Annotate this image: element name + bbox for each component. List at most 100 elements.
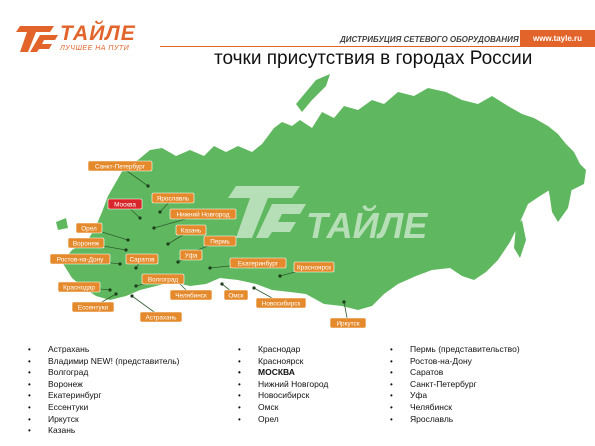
city-label-box <box>67 237 105 249</box>
list-item: Ростов-на-Дону <box>390 356 520 368</box>
city-label: Краснодар <box>63 284 95 291</box>
list-item: Ярославль <box>390 414 520 426</box>
list-item: Астрахань <box>28 344 179 356</box>
list-item: Краснодар <box>238 344 328 356</box>
city-label-box <box>179 249 203 261</box>
city-dot <box>134 284 138 288</box>
list-item: Уфа <box>390 390 520 402</box>
list-item: Иркутск <box>28 414 179 426</box>
map-watermark: ТАЙЛЕ <box>228 186 428 246</box>
city-label: Нижний Новгород <box>177 210 230 218</box>
city-label-box <box>175 224 207 236</box>
list-item: Екатеринбург <box>28 390 179 402</box>
header-divider <box>160 46 520 47</box>
city-label-box <box>255 297 307 309</box>
logo-text: ТАЙЛЕ <box>60 22 136 45</box>
city-dot <box>126 238 130 242</box>
list-item: МОСКВА <box>238 367 328 379</box>
city-label: Ессентуки <box>78 304 109 311</box>
city-dot <box>220 282 224 286</box>
city-dot <box>118 262 122 266</box>
list-item: Орел <box>238 414 328 426</box>
list-item: Казань <box>28 425 179 437</box>
city-label-box <box>107 198 143 210</box>
city-label: Уфа <box>185 252 198 259</box>
cities-list-col3: Пермь (представительство) Ростов-на-Дону… <box>390 344 520 426</box>
city-label: Астрахань <box>145 314 177 321</box>
city-label: Санкт-Петербург <box>95 162 146 170</box>
city-label: Иркутск <box>336 320 359 327</box>
city-label-box <box>203 235 237 247</box>
city-dot <box>114 292 118 296</box>
city-dot <box>108 288 112 292</box>
list-item: Омск <box>238 402 328 414</box>
city-label-box <box>169 208 237 220</box>
list-item: Новосибирск <box>238 390 328 402</box>
city-dot <box>124 248 128 252</box>
city-dot <box>252 286 256 290</box>
logo-slogan: ЛУЧШЕЕ НА ПУТИ <box>60 45 130 52</box>
city-dot <box>342 300 346 304</box>
city-label-box <box>169 289 213 301</box>
city-dot <box>176 260 180 264</box>
list-item: Владимир NEW! (представитель) <box>28 356 180 368</box>
kamchatka-territory <box>548 178 572 222</box>
city-label-box <box>125 253 159 265</box>
city-label-box <box>139 311 183 323</box>
city-label-box <box>71 301 115 313</box>
city-label-box <box>229 257 287 269</box>
city-dot <box>208 266 212 270</box>
city-label-box <box>141 273 185 285</box>
city-dot <box>152 226 156 230</box>
list-item: Ессентуки <box>28 402 179 414</box>
tayle-logo-icon <box>16 26 58 52</box>
city-label-box <box>57 281 101 293</box>
city-label: Ростов-на-Дону <box>57 256 104 263</box>
city-label: Челябинск <box>175 291 207 299</box>
cities-list-col1: Астрахань Владимир NEW! (представитель) … <box>28 344 180 437</box>
city-label: Екатеринбург <box>238 259 279 267</box>
kaliningrad-territory <box>56 218 68 230</box>
city-label-box <box>223 289 249 301</box>
city-label-box <box>49 253 111 265</box>
sakhalin-territory <box>514 220 526 258</box>
city-label: Омск <box>228 292 244 299</box>
list-item: Саратов <box>390 367 520 379</box>
city-label-box <box>87 160 153 172</box>
city-dot <box>138 216 142 220</box>
city-label: Орел <box>81 225 97 232</box>
city-label-box <box>293 261 335 273</box>
city-label: Волгоград <box>148 276 179 283</box>
list-item: Санкт-Петербург <box>390 379 520 391</box>
list-item: Нижний Новгород <box>238 379 328 391</box>
city-dot <box>134 266 138 270</box>
city-label: Москва <box>114 201 136 208</box>
city-label: Саратов <box>129 256 155 263</box>
page-title: точки присутствия в городах России <box>214 48 533 69</box>
list-item: Красноярск <box>238 356 328 368</box>
city-label-box <box>75 222 103 234</box>
city-label: Казань <box>181 227 202 234</box>
city-label: Ярославль <box>157 195 190 202</box>
city-dot <box>146 184 150 188</box>
list-item: Волгоград <box>28 367 179 379</box>
city-label-box <box>151 192 195 204</box>
website-link[interactable]: www.tayle.ru <box>520 30 595 47</box>
city-dot <box>166 242 170 246</box>
list-item: Воронеж <box>28 379 179 391</box>
city-label: Красноярск <box>297 264 331 271</box>
list-item: Челябинск <box>390 402 520 414</box>
city-label: Пермь <box>210 238 230 245</box>
header-tagline: ДИСТРИБУЦИЯ СЕТЕВОГО ОБОРУДОВАНИЯ <box>340 35 519 44</box>
city-dot <box>278 274 282 278</box>
list-item: Пермь (представительство) <box>390 344 520 356</box>
city-dot <box>158 210 162 214</box>
city-dot <box>130 294 134 298</box>
novaya-zemlya-territory <box>296 74 330 112</box>
city-label: Новосибирск <box>262 299 301 307</box>
city-label-box <box>329 317 367 329</box>
watermark-text: ТАЙЛЕ <box>306 204 428 246</box>
russia-map: ТАЙЛЕ Санкт-ПетербургЯрославльМоскваНижн… <box>49 74 586 329</box>
